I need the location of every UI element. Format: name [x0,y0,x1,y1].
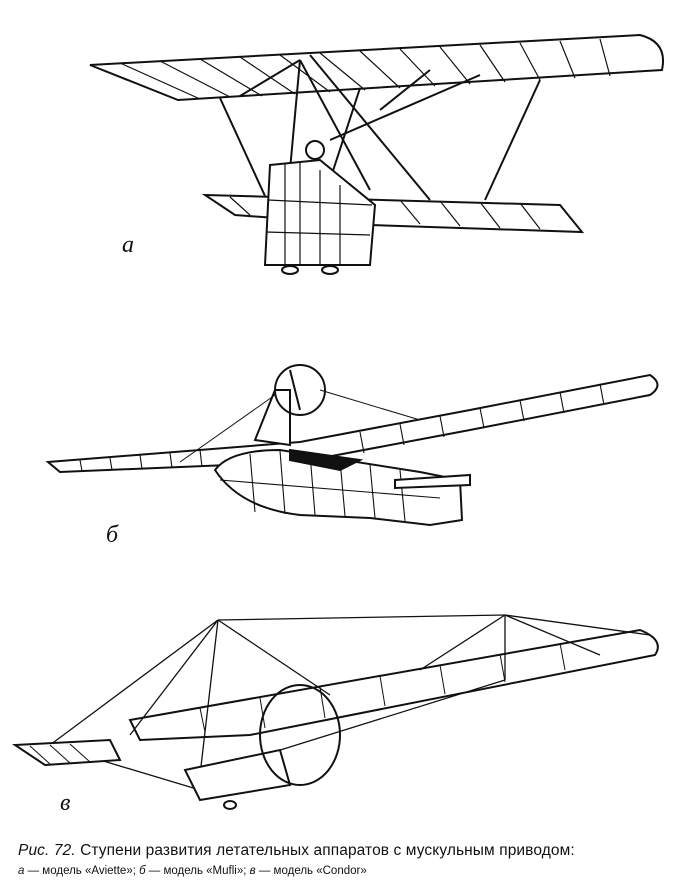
caption-legend: а — модель «Aviette»; б — модель «Mufli»… [18,865,688,877]
figure-condor [0,600,700,820]
legend-text-c: — модель «Condor» [258,865,367,877]
figure-a-label: а [122,232,134,258]
legend-letter-a: а [18,865,25,877]
aviette-drawing [89,33,664,275]
figure-number: Рис. 72. [18,842,76,859]
legend-letter-b: б [139,865,146,877]
legend-letter-c: в [249,865,256,877]
caption-title-line: Рис. 72. Ступени развития летательных ап… [18,842,688,860]
caption-title: Ступени развития летательных аппаратов с… [80,842,575,859]
figure-b-label: б [106,522,119,548]
figure-aviette [0,0,700,290]
legend-text-a: — модель «Aviette»; [27,865,136,877]
figure-c-label: в [60,790,71,816]
legend-text-b: — модель «Mufli»; [148,865,247,877]
condor-drawing [11,614,659,810]
figure-caption: Рис. 72. Ступени развития летательных ап… [18,842,688,877]
figure-mufli [0,350,700,550]
mufli-drawing [45,364,659,527]
